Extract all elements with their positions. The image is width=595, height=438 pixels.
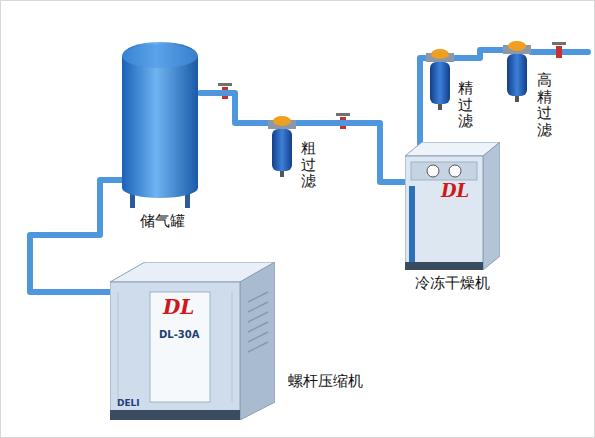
air-pipe [420,58,426,156]
equipment-node: 冷冻干燥机 [405,142,500,270]
filter-art [268,115,296,177]
brand-logo: DL [441,182,469,200]
equipment-node: 螺杆压缩机 [110,262,275,420]
compressor-art [110,262,275,420]
valve [556,46,562,58]
dryer-art [405,142,500,270]
equipment-label: 精过滤 [458,80,473,130]
filter-art [426,48,454,110]
equipment-node: 储气罐 [118,38,202,208]
tank-art [118,38,202,208]
valve-handle [218,83,232,86]
equipment-node: 高精过滤 [503,40,531,102]
equipment-node: 精过滤 [426,48,454,110]
nameplate-text: DELI [117,399,140,408]
air-pipe [454,50,503,58]
equipment-node: 粗过滤 [268,115,296,177]
air-pipe [30,180,122,292]
valve-handle [552,42,566,45]
brand-logo: DL [163,297,194,317]
equipment-label: 粗过滤 [301,140,316,190]
air-pipe [200,93,268,123]
equipment-label: 高精过滤 [537,72,552,138]
nameplate-text: DL-30A [159,330,199,340]
valve-handle [336,113,350,116]
equipment-label: 储气罐 [140,212,185,230]
equipment-label: 螺杆压缩机 [288,372,363,390]
equipment-label: 冷冻干燥机 [415,274,490,292]
filter-art [503,40,531,102]
